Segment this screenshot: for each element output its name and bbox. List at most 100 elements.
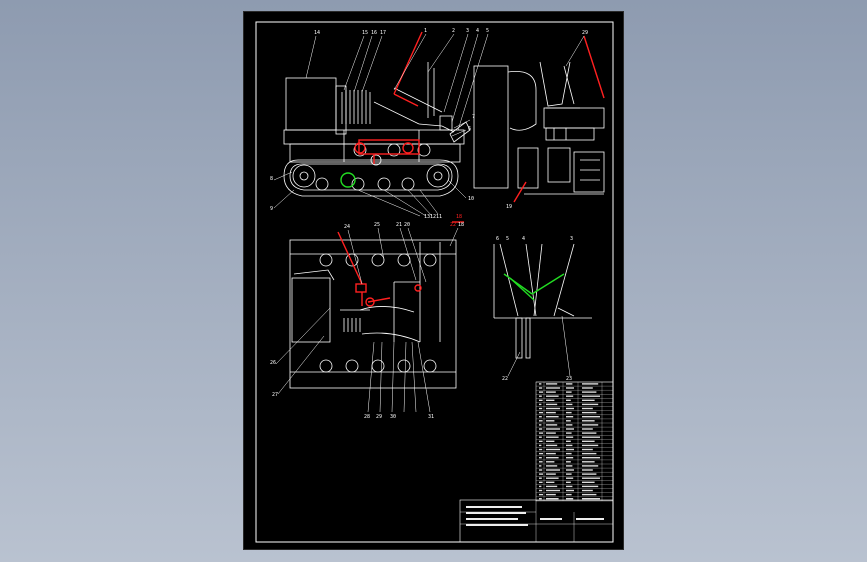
bom-cell-text bbox=[546, 469, 560, 471]
end-view-leaders bbox=[565, 35, 585, 67]
bom-cell-text bbox=[539, 440, 543, 442]
bom-cell-text bbox=[566, 444, 573, 447]
part-number-label: 9 bbox=[270, 206, 273, 212]
bom-cell-text bbox=[539, 387, 543, 389]
bom-cell-text bbox=[582, 387, 593, 389]
bom-cell-text bbox=[539, 485, 542, 488]
part-number-label: 29 bbox=[376, 414, 382, 420]
bom-cell-text bbox=[546, 399, 555, 401]
bom-cell-text bbox=[582, 469, 593, 471]
detail-view-highlights bbox=[503, 273, 565, 301]
bom-cell-text bbox=[546, 448, 560, 451]
bom-cell-text bbox=[566, 428, 574, 430]
bom-cell-text bbox=[582, 493, 597, 496]
bom-cell-text bbox=[566, 461, 571, 463]
part-number-label: 22 bbox=[502, 376, 508, 382]
bom-cell-text bbox=[566, 452, 572, 455]
side-view bbox=[283, 62, 471, 197]
part-number-label: 19 bbox=[506, 204, 512, 210]
top-view bbox=[289, 239, 457, 389]
part-number-label: 18 bbox=[456, 214, 462, 220]
bom-cell-text bbox=[539, 403, 542, 406]
bom-cell-text bbox=[582, 395, 600, 397]
bom-cell-text bbox=[539, 493, 543, 496]
side-view-leaders bbox=[273, 33, 489, 217]
bom-cell-text bbox=[566, 469, 574, 471]
bom-cell-text bbox=[546, 387, 560, 389]
bom-cell-text bbox=[539, 411, 543, 414]
bom-cell-text bbox=[546, 481, 555, 483]
sheet-border bbox=[255, 21, 614, 543]
bom-cell-text bbox=[546, 465, 558, 467]
bom-cell-text bbox=[566, 416, 574, 418]
bom-cell-text bbox=[582, 383, 599, 385]
bom-cell-text bbox=[546, 383, 558, 385]
bom-cell-text bbox=[539, 481, 543, 483]
part-number-label: 20 bbox=[404, 222, 410, 228]
bom-cell-text bbox=[546, 485, 558, 488]
bom-cell-text bbox=[546, 391, 556, 393]
bom-cell-text bbox=[582, 403, 599, 406]
note-line bbox=[466, 524, 528, 526]
bom-cell-text bbox=[539, 489, 543, 492]
bom-cell-text bbox=[582, 416, 600, 418]
bom-cell-text bbox=[539, 416, 542, 418]
bom-cell-text bbox=[546, 424, 558, 426]
bom-cell-text bbox=[566, 399, 571, 401]
top-view-leaders bbox=[275, 227, 459, 413]
bom-cell-text bbox=[539, 420, 543, 422]
bom-cell-text bbox=[582, 432, 597, 434]
note-line bbox=[540, 518, 562, 520]
bom-cell-text bbox=[539, 465, 542, 467]
bom-cell-text bbox=[566, 424, 573, 426]
bom-cell-text bbox=[566, 481, 571, 483]
bom-cell-text bbox=[539, 473, 543, 475]
part-number-label: 7 bbox=[472, 114, 475, 120]
bom-cell-text bbox=[582, 461, 595, 463]
bom-cell-text bbox=[582, 411, 597, 414]
bill-of-materials-table bbox=[535, 381, 614, 502]
bom-cell-text bbox=[539, 469, 543, 471]
bom-cell-text bbox=[566, 465, 573, 467]
bom-cell-text bbox=[539, 436, 542, 438]
bom-cell-text bbox=[546, 444, 558, 447]
bom-cell-text bbox=[546, 416, 559, 418]
part-number-label: 23 bbox=[566, 376, 572, 382]
bom-cell-text bbox=[539, 448, 543, 451]
bom-cell-text bbox=[546, 420, 555, 422]
bom-cell-text bbox=[582, 407, 593, 410]
bom-cell-text bbox=[546, 411, 556, 414]
bom-cell-text bbox=[566, 387, 574, 389]
bom-cell-text bbox=[566, 391, 572, 393]
part-number-label: 26 bbox=[270, 360, 276, 366]
bom-cell-text bbox=[546, 493, 556, 496]
bom-cell-text bbox=[582, 485, 599, 488]
bom-cell-text bbox=[539, 395, 542, 397]
bom-cell-text bbox=[566, 457, 574, 459]
part-number-label: 24 bbox=[344, 224, 350, 230]
bom-cell-text bbox=[539, 432, 543, 434]
bom-cell-text bbox=[539, 457, 542, 459]
part-number-label: 4 bbox=[522, 236, 525, 242]
bom-cell-text bbox=[546, 428, 560, 430]
part-number-label: 1 bbox=[424, 28, 427, 34]
bom-cell-text bbox=[582, 498, 600, 500]
part-number-label: 11 bbox=[436, 214, 442, 220]
part-number-label: 21 bbox=[396, 222, 402, 228]
bom-cell-text bbox=[539, 424, 542, 426]
bom-cell-text bbox=[566, 498, 574, 500]
bom-cell-text bbox=[582, 444, 599, 447]
bom-cell-text bbox=[566, 436, 574, 438]
end-view-highlights bbox=[513, 35, 605, 203]
bom-cell-text bbox=[582, 436, 600, 438]
part-number-label: 12 bbox=[430, 214, 436, 220]
bom-cell-text bbox=[566, 432, 572, 434]
part-number-label: 3 bbox=[570, 236, 573, 242]
part-number-label: 31 bbox=[428, 414, 434, 420]
part-number-label: 6 bbox=[468, 126, 471, 132]
bom-cell-text bbox=[539, 383, 542, 385]
part-number-label: 13 bbox=[424, 214, 430, 220]
